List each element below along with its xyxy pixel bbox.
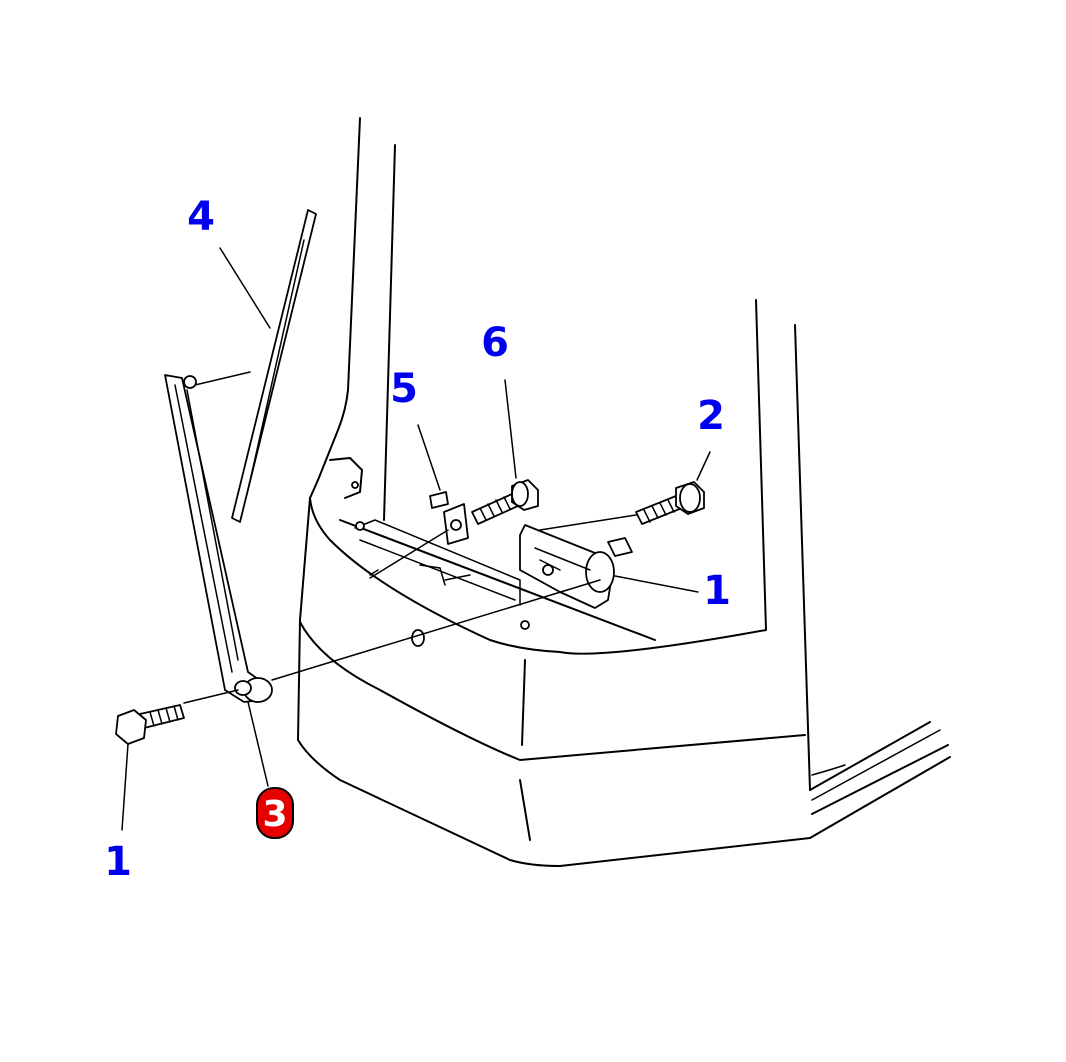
assembly-lines — [183, 371, 637, 704]
callout-3: 3 — [262, 794, 287, 835]
bolt-left — [115, 704, 185, 745]
callout-labels: 4 6 5 2 1 3 1 — [104, 194, 731, 885]
wiper-motor — [519, 524, 633, 609]
wiper-motor-bracket — [329, 457, 656, 641]
callout-leaders — [121, 247, 711, 831]
callout-3-highlight: 3 — [256, 787, 294, 839]
callout-4: 4 — [187, 194, 215, 240]
callout-1-right: 1 — [703, 568, 731, 614]
bolt-6 — [471, 479, 539, 525]
plate-5 — [429, 491, 469, 545]
shaft-nut — [411, 629, 425, 647]
bolt-2 — [635, 481, 705, 525]
callout-1-left: 1 — [104, 839, 132, 885]
callout-5: 5 — [390, 366, 418, 412]
cab-body — [297, 117, 951, 867]
callout-2: 2 — [697, 393, 725, 439]
wiper-blade — [231, 209, 317, 523]
callout-6: 6 — [481, 320, 509, 366]
